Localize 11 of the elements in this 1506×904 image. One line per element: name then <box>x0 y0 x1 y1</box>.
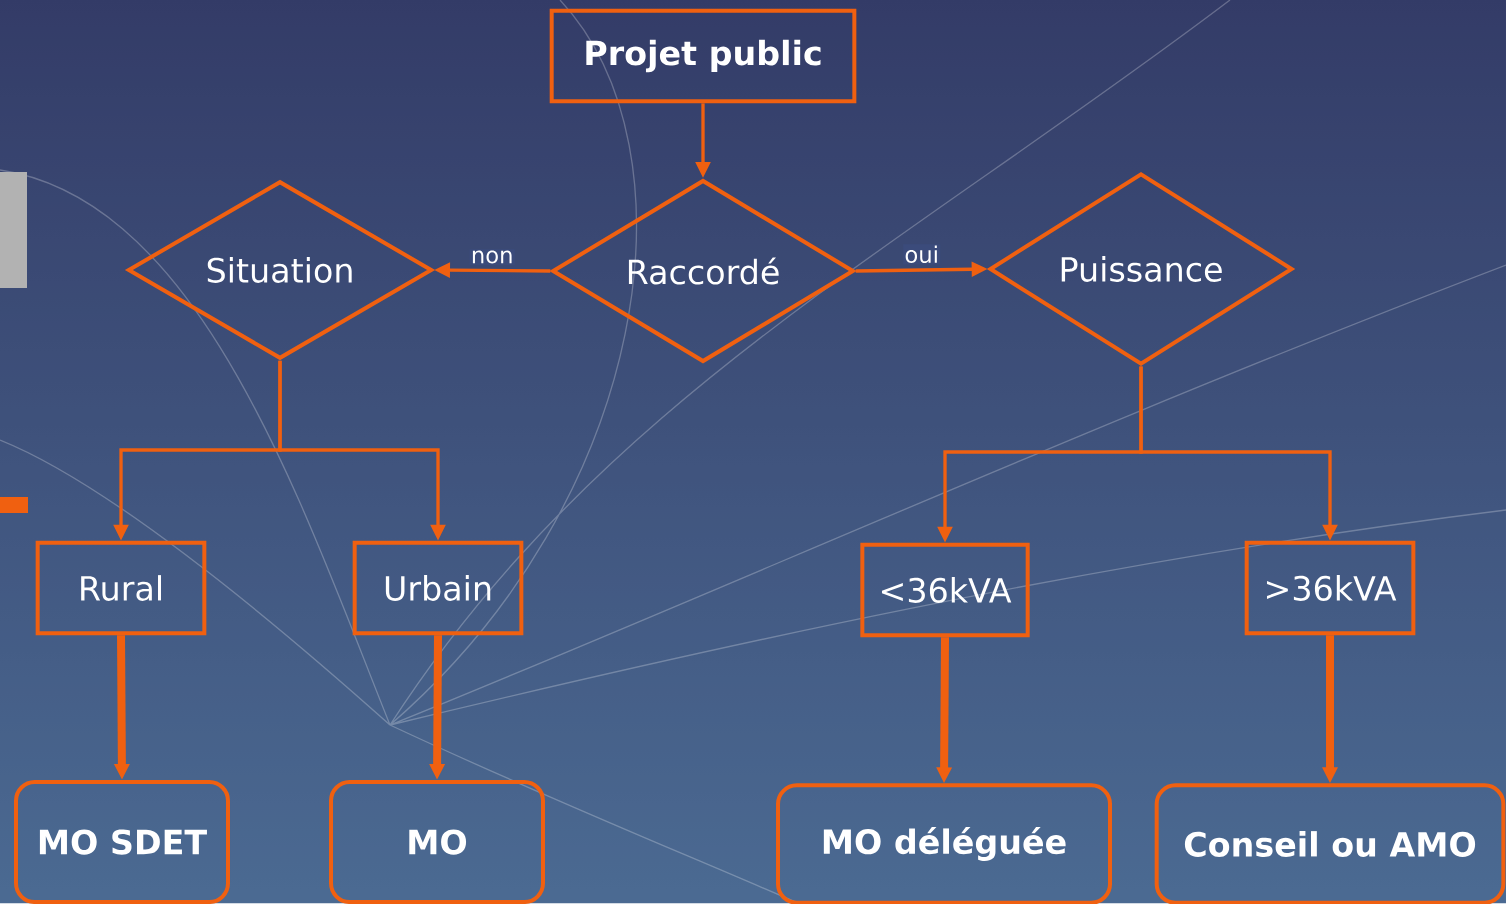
result-box: Conseil ou AMO <box>1154 783 1506 904</box>
option-box: Rural <box>35 540 207 636</box>
option-box: >36kVA <box>1244 540 1416 636</box>
start-box: Projet public <box>549 8 857 104</box>
result-box: MO <box>329 780 545 904</box>
option-box: Urbain <box>352 540 524 636</box>
option-box: <36kVA <box>860 542 1030 638</box>
result-box: MO SDET <box>14 780 230 904</box>
result-box: MO déléguée <box>776 783 1112 904</box>
edge-label: non <box>469 249 515 265</box>
edge-label: oui <box>903 244 941 265</box>
